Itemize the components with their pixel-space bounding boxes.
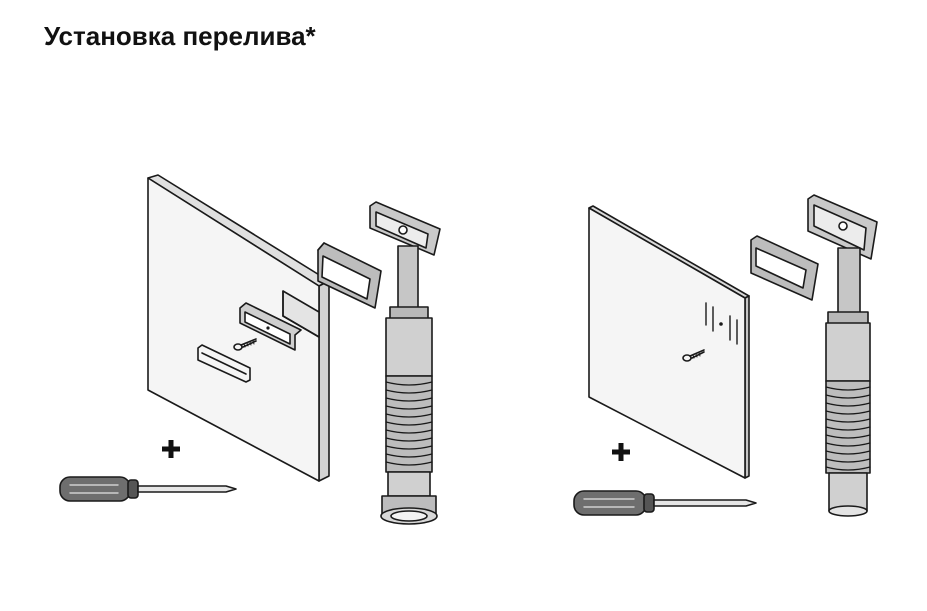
cover-plate-left: [197, 344, 251, 383]
screwdriver-left-icon: [59, 476, 237, 502]
gasket-left: [317, 242, 382, 309]
screwdriver-right-icon: [573, 490, 757, 516]
wall-panel-thick: [147, 174, 330, 482]
overflow-pipe-left: [369, 201, 441, 525]
page-title: Установка перелива*: [44, 21, 316, 51]
screw-right-icon: [682, 349, 705, 362]
thin-wall-diagram: [573, 194, 878, 517]
overflow-pipe-right: [807, 194, 878, 517]
plus-icon-right: [612, 443, 630, 461]
wall-panel-thin: [588, 205, 750, 479]
plus-icon-left: [162, 440, 180, 458]
gasket-right: [750, 235, 819, 301]
overflow-frame-left: [239, 302, 302, 351]
screw-left-icon: [233, 338, 257, 351]
thick-wall-diagram: [59, 174, 441, 525]
